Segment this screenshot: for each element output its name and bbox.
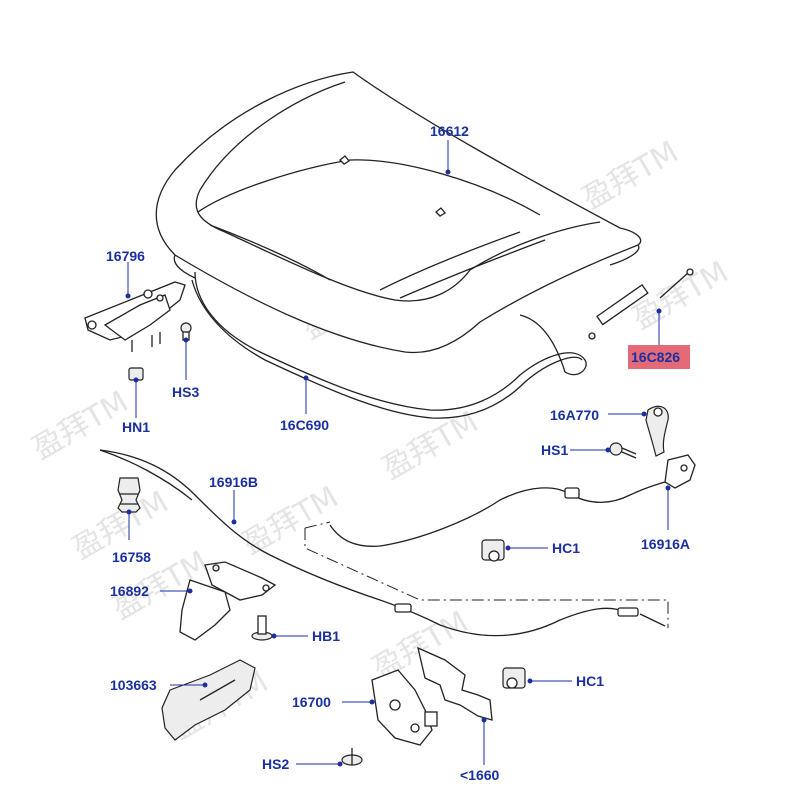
label-hs2: HS2 [262, 756, 289, 772]
label-hn1: HN1 [122, 419, 150, 435]
label-1660: <1660 [460, 767, 500, 783]
bolt-hs1 [609, 442, 637, 459]
hood-bumper [117, 477, 141, 513]
label-16700: 16700 [292, 694, 331, 710]
watermark: 盈拜TM [27, 385, 135, 467]
cable-routing-outline [304, 521, 669, 628]
label-16a770: 16A770 [550, 407, 599, 423]
label-16796: 16796 [106, 248, 145, 264]
watermark: 盈拜TM [577, 135, 685, 217]
watermark: 盈拜TM [237, 480, 345, 562]
label-16916a: 16916A [641, 536, 690, 552]
bolt-hb1 [251, 615, 273, 641]
label-16892: 16892 [110, 583, 149, 599]
gas-strut [588, 268, 694, 340]
label-16c826: 16C826 [631, 349, 680, 365]
release-handle [645, 405, 669, 457]
clip-hc1-lower [502, 667, 526, 689]
label-16c690: 16C690 [280, 417, 329, 433]
hood-latch [371, 669, 438, 746]
latch-plate [417, 646, 493, 721]
watermark: 盈拜TM [377, 405, 485, 487]
label-hb1: HB1 [312, 628, 340, 644]
label-hc1-lower: HC1 [576, 673, 604, 689]
part-labels: 16612 16796 HS3 HN1 16C690 16C826 16A770… [106, 123, 690, 783]
bolt-hs2 [341, 748, 363, 766]
release-cables [99, 449, 666, 637]
leader-lines [125, 140, 671, 767]
label-16612: 16612 [430, 123, 469, 139]
latch-bracket [179, 561, 277, 641]
label-hs3: HS3 [172, 384, 199, 400]
label-16758: 16758 [112, 549, 151, 565]
hood-seal [191, 271, 587, 419]
handle-bracket [664, 454, 696, 489]
label-16916b: 16916B [209, 474, 258, 490]
label-103663: 103663 [110, 677, 157, 693]
label-hs1: HS1 [541, 442, 568, 458]
hood-hinge [84, 281, 186, 352]
heat-shield [161, 659, 256, 741]
screw-hs3 [180, 322, 192, 341]
clip-hc1-upper [481, 539, 505, 562]
highlight-box [628, 345, 690, 369]
label-hc1-upper: HC1 [552, 540, 580, 556]
hood-panel [155, 71, 642, 354]
